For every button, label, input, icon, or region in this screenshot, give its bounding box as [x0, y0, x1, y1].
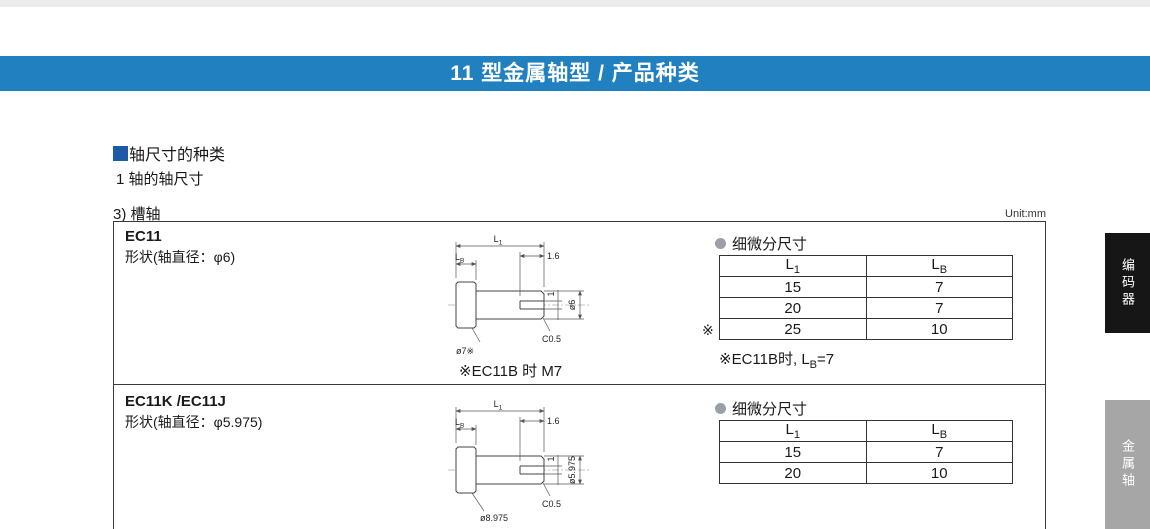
spec-header-row: L1 LB: [719, 420, 1013, 442]
spec-title: 细微分尺寸: [715, 233, 807, 254]
spec-title: 细微分尺寸: [715, 398, 807, 419]
subsection-title: 1 轴的轴尺寸: [116, 171, 204, 188]
dim-slot-depth: 1.6: [547, 251, 560, 261]
dim-chamfer: C0.5: [542, 499, 561, 509]
spec-table-ec11k: L1 LB 15 7 20 10: [719, 420, 1013, 484]
dim-shaft-dia: ø6: [567, 300, 577, 311]
model-name: EC11: [125, 228, 162, 245]
dim-slot-width: 1: [546, 456, 556, 461]
dim-LB: LB: [455, 417, 464, 430]
dim-LB: LB: [455, 252, 464, 265]
row-marker: ※: [702, 322, 714, 338]
spec-row: 20 10: [719, 462, 1013, 484]
blue-square-icon: [113, 145, 128, 161]
dim-shaft-dia: ø5.975: [567, 456, 577, 484]
section-heading: 轴尺寸的种类: [113, 141, 225, 165]
spec-col-LB: LB: [865, 255, 1013, 277]
tab-encoder[interactable]: 编码器: [1105, 233, 1150, 333]
shaft-drawing-svg: L1 LB 1.6 1 ø5.975 ø8.97: [448, 399, 590, 523]
drawing-note: ※EC11B 时 M7: [459, 363, 563, 380]
page-title: 11 型金属轴型 / 产品种类: [450, 62, 700, 85]
spec-col-LB: LB: [865, 420, 1013, 442]
shape-label: 形状(轴直径：φ5.975): [125, 414, 263, 430]
product-row-ec11k-ec11j: EC11K /EC11J 形状(轴直径：φ5.975) L1 LB: [114, 385, 1045, 529]
spec-row: 25 10: [719, 318, 1013, 340]
spec-header-row: L1 LB: [719, 255, 1013, 277]
dim-slot-width: 1: [546, 291, 556, 296]
dim-chamfer: C0.5: [542, 334, 561, 344]
shape-label: 形状(轴直径：φ6): [125, 249, 236, 265]
spec-col-L1: L1: [719, 420, 867, 442]
top-strip: [0, 0, 1150, 7]
spec-row: 20 7: [719, 297, 1013, 319]
dim-slot-depth: 1.6: [547, 416, 560, 426]
tab-metal-shaft[interactable]: 金属轴: [1105, 400, 1150, 529]
shaft-drawing-svg: L1 LB 1.6 1 ø6 ø7※: [448, 234, 590, 356]
product-spec-box: EC11 形状(轴直径：φ6) L1 LB: [113, 221, 1046, 529]
section-title: 轴尺寸的种类: [129, 147, 226, 164]
shaft-drawing-ec11k: L1 LB 1.6 1 ø5.975 ø8.97: [444, 395, 644, 529]
dim-bush-dia: ø7※: [456, 346, 474, 356]
dim-L1: L1: [494, 399, 503, 412]
product-row-ec11: EC11 形状(轴直径：φ6) L1 LB: [114, 222, 1045, 385]
shaft-drawing-ec11: L1 LB 1.6 1 ø6 ø7※: [444, 230, 644, 370]
dim-bush-dia: ø8.975: [480, 513, 508, 523]
spec-note: ※EC11B时, LB=7: [719, 351, 835, 371]
dim-L1: L1: [494, 234, 503, 247]
spec-row: 15 7: [719, 441, 1013, 463]
model-name: EC11K /EC11J: [125, 393, 226, 410]
spec-table-ec11: L1 LB 15 7 20 7 25 10: [719, 255, 1013, 340]
spec-col-L1: L1: [719, 255, 867, 277]
bullet-dot-icon: [715, 238, 726, 249]
page-header: 11 型金属轴型 / 产品种类: [0, 56, 1150, 91]
group-label: 3) 槽轴: [113, 206, 161, 223]
unit-label: Unit:mm: [1005, 208, 1046, 220]
bullet-dot-icon: [715, 403, 726, 414]
spec-row: 15 7: [719, 276, 1013, 298]
